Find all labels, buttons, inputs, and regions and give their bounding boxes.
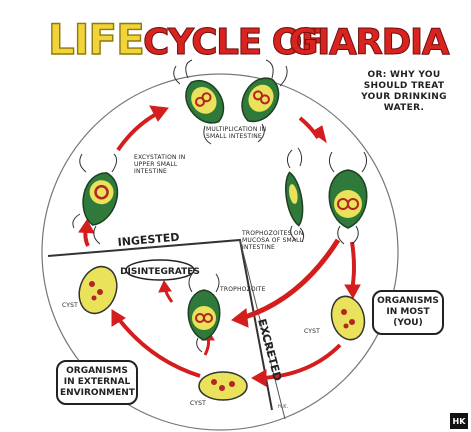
trophozoite-right (328, 151, 368, 245)
title-part-life: LIFE (48, 15, 144, 64)
disintegrates-oval (125, 259, 195, 281)
arrow-to-bottom-cyst-head (250, 369, 267, 387)
excystation-label: EXCYSTATION IN UPPER SMALL INTESTINE (134, 154, 186, 175)
arrow-to-trophozoite-center (203, 337, 211, 356)
cyst-bottom-label: CYST (190, 400, 207, 407)
trophozoite-on-mucosa (285, 147, 305, 243)
excreted-label: EXCRETED (255, 317, 284, 382)
cyst-left-label: CYST (62, 302, 79, 309)
trophozoite-pair-top (173, 59, 288, 145)
cycle-circle (41, 73, 399, 431)
excreted-divider (239, 239, 286, 420)
cyst-left-drawing (78, 265, 118, 315)
disintegrates-label: DISINTEGRATES (120, 267, 200, 277)
cycle-arrows (78, 105, 361, 387)
trophozoite-label: TROPHOZOITE (220, 286, 266, 293)
arrow-to-right-cyst (350, 241, 356, 291)
arrow-to-right-cyst-head (344, 284, 361, 300)
signature: H.K. (278, 404, 289, 410)
title-part-giardia: GIARDIA (289, 22, 450, 63)
arrow-to-left-cyst-head (111, 309, 126, 327)
arrow-to-multiplication-head (149, 105, 169, 122)
arrow-excreted-1-head (231, 308, 249, 328)
multiplication-label: MULTIPLICATION IN SMALL INTESTINE (206, 126, 267, 140)
cyst-right-label: CYST (304, 328, 321, 335)
trophozoites-mucosa-label: TROPHOZOITES ON MUCOSA OF SMALL INTESTIN… (242, 230, 304, 251)
arrow-excreted-1 (241, 238, 341, 321)
arrow-to-disintegrates-head (158, 279, 172, 293)
ingested-label: INGESTED (117, 231, 180, 249)
arrow-to-left-cyst (116, 316, 201, 378)
cyst-right-drawing (330, 295, 366, 341)
title-part-cycle-of: CYCLE OF (143, 22, 324, 63)
cyst-bottom-drawing (198, 371, 248, 401)
subtitle-note: OR: WHY YOU SHOULD TREAT YOUR DRINKING W… (361, 70, 447, 113)
arrow-ingested-up-head (78, 219, 95, 234)
trophozoite-center (187, 273, 221, 353)
arrow-to-trophozoite-right-head (311, 125, 327, 144)
environment-box: ORGANISMS IN EXTERNAL ENVIRONMENT (56, 360, 138, 405)
corner-badge: HK (450, 413, 468, 429)
host-box: ORGANISMS IN MOST (YOU) (372, 290, 444, 335)
arrow-to-trophozoite-right (298, 116, 320, 140)
arrow-to-multiplication (116, 110, 161, 152)
trophozoite-excystation (72, 153, 119, 245)
arrow-to-bottom-cyst (261, 343, 342, 380)
title: LIFE CYCLE OF GIARDIA (47, 14, 452, 64)
